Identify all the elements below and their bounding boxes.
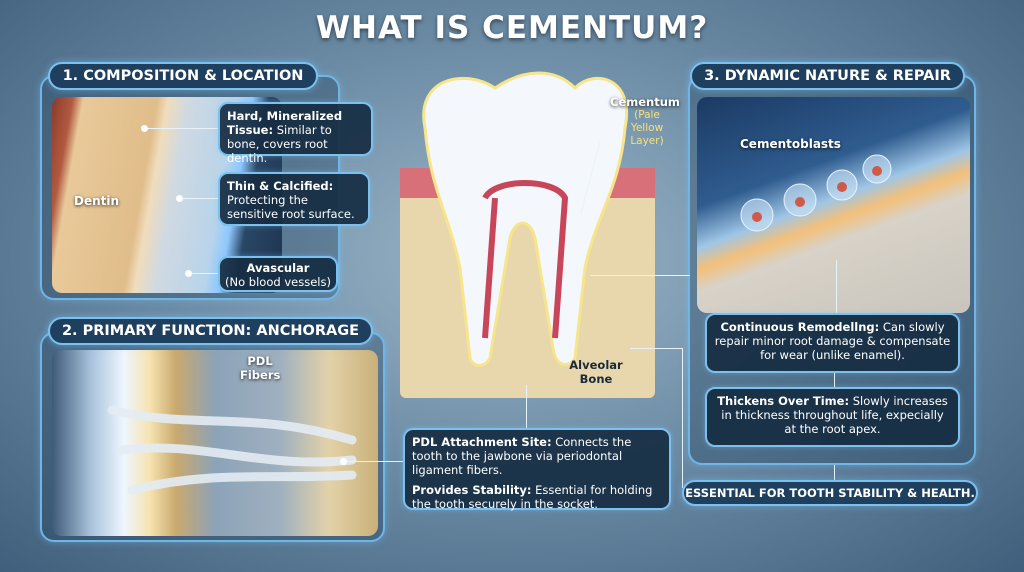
pointer-line [836, 260, 837, 315]
cementum-label: Cementum [610, 95, 680, 109]
anchorage-header: 2. PRIMARY FUNCTION: ANCHORAGE [48, 317, 373, 345]
pointer-line [145, 128, 220, 129]
pdl-attachment-callout: PDL Attachment Site: Connects the tooth … [403, 428, 671, 511]
avascular-callout: Avascular(No blood vessels) [218, 256, 338, 292]
pdl-fibers-illustration [52, 350, 378, 536]
callout-title: PDL Attachment Site: [412, 435, 552, 449]
callout-text: (No blood vessels) [225, 275, 331, 289]
callout-title: Continuous Remodellng: [720, 320, 880, 334]
callout-title: Hard, Mineralized Tissue: [227, 109, 343, 137]
footer-banner: ESSENTIAL FOR TOOTH STABILITY & HEALTH. [682, 480, 978, 506]
callout-title: Thin & Calcified: [227, 179, 334, 193]
pointer-line [180, 198, 220, 199]
alveolar-bone-label: Alveolar Bone [569, 358, 623, 386]
pointer-line [526, 385, 527, 430]
calcified-callout: Thin & Calcified: Protecting the sensiti… [218, 172, 370, 226]
callout-text: Can slowly repair minor root damage & co… [714, 320, 951, 362]
page-title: WHAT IS CEMENTUM? [315, 10, 709, 46]
mineralized-tissue-callout: Hard, Mineralized Tissue: Similar to bon… [218, 102, 373, 165]
pointer-line [344, 461, 404, 462]
callout-text: Connects the tooth to the jawbone via pe… [412, 435, 632, 477]
composition-header: 1. COMPOSITION & LOCATION [48, 62, 318, 90]
callout-text: Protecting the sensitive root surface. [227, 193, 355, 221]
cementum-sublabel: (Pale Yellow Layer) [630, 109, 664, 147]
pointer-line [590, 275, 690, 276]
fiber-bundles [107, 405, 357, 495]
cementoblasts-label: Cementoblasts [740, 137, 841, 151]
pointer-line [189, 273, 219, 274]
pointer-dot [141, 125, 148, 132]
pointer-line [834, 373, 835, 387]
thickens-callout: Thickens Over Time: Slowly increases in … [705, 387, 960, 447]
callout-title: Provides Stability: [412, 483, 532, 497]
cementoblasts-illustration [697, 97, 970, 313]
dentin-label: Dentin [74, 194, 120, 208]
cementoblast-cells [740, 154, 892, 232]
callout-text: Essential for holding the tooth securely… [412, 483, 653, 511]
pointer-line [834, 465, 835, 481]
remodelling-callout: Continuous Remodellng: Can slowly repair… [705, 313, 960, 373]
pointer-dot [176, 195, 183, 202]
pointer-line [630, 348, 682, 349]
pointer-dot [340, 458, 347, 465]
callout-title: Avascular [246, 261, 310, 275]
callout-text: Slowly increases in thickness throughout… [721, 394, 948, 436]
pdl-fibers-label: PDL Fibers [240, 354, 281, 382]
callout-title: Thickens Over Time: [717, 394, 850, 408]
callout-text: Similar to bone, covers root dentin. [227, 123, 332, 165]
pointer-dot [185, 270, 192, 277]
pointer-line [682, 348, 683, 488]
tooth-cross-section-illustration [400, 71, 655, 398]
repair-header: 3. DYNAMIC NATURE & REPAIR [690, 62, 965, 90]
